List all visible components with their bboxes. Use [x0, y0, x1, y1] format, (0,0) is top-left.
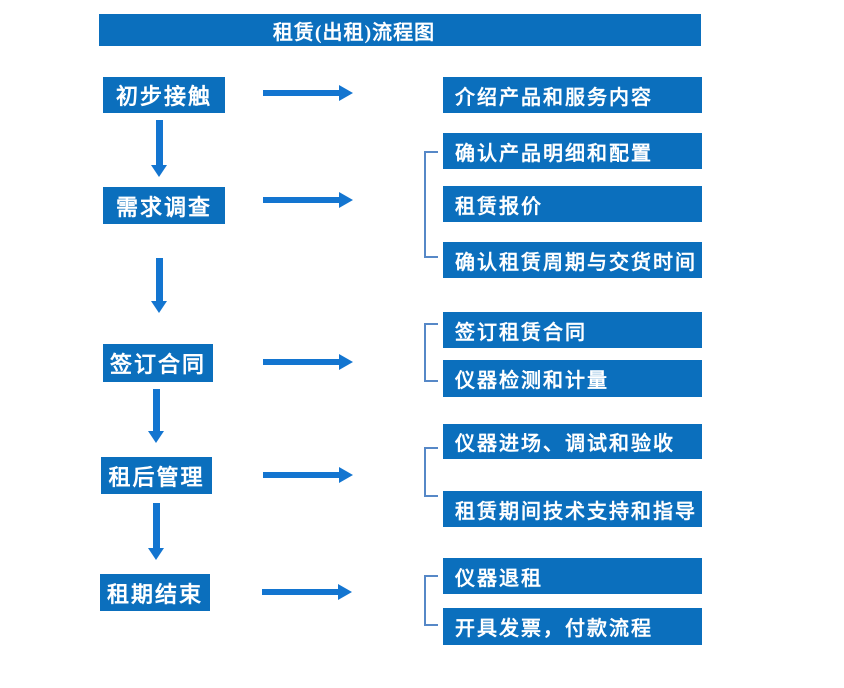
bracket-connector — [424, 575, 438, 626]
arrow-right-icon — [263, 354, 353, 370]
arrow-right-icon — [262, 584, 352, 600]
output-box: 仪器进场、调试和验收 — [443, 424, 702, 459]
stage-box-sign-contract: 签订合同 — [103, 344, 213, 382]
page-title: 租赁(出租)流程图 — [272, 21, 436, 44]
output-box: 仪器检测和计量 — [443, 360, 702, 397]
output-box: 开具发票，付款流程 — [443, 608, 702, 645]
arrow-down-icon — [151, 120, 168, 177]
bracket-connector — [424, 151, 438, 258]
arrow-right-icon — [263, 85, 353, 101]
output-box: 租赁报价 — [443, 186, 702, 222]
arrow-down-icon — [148, 503, 165, 560]
arrow-down-icon — [148, 389, 165, 443]
stage-box-demand-survey: 需求调查 — [103, 187, 225, 224]
output-box: 签订租赁合同 — [443, 312, 702, 348]
stage-box-post-rental-management: 租后管理 — [101, 457, 212, 494]
bracket-connector — [424, 447, 438, 497]
title-bar: 租赁(出租)流程图 — [99, 14, 701, 46]
output-box: 仪器退租 — [443, 558, 702, 594]
stage-box-rental-end: 租期结束 — [100, 574, 210, 611]
output-box: 介绍产品和服务内容 — [443, 77, 702, 113]
bracket-connector — [424, 323, 438, 382]
arrow-right-icon — [263, 467, 353, 483]
output-box: 租赁期间技术支持和指导 — [443, 491, 702, 527]
arrow-down-icon — [151, 258, 168, 313]
arrow-right-icon — [263, 192, 353, 208]
stage-box-initial-contact: 初步接触 — [103, 77, 225, 113]
output-box: 确认产品明细和配置 — [443, 133, 702, 169]
output-box: 确认租赁周期与交货时间 — [443, 242, 702, 278]
